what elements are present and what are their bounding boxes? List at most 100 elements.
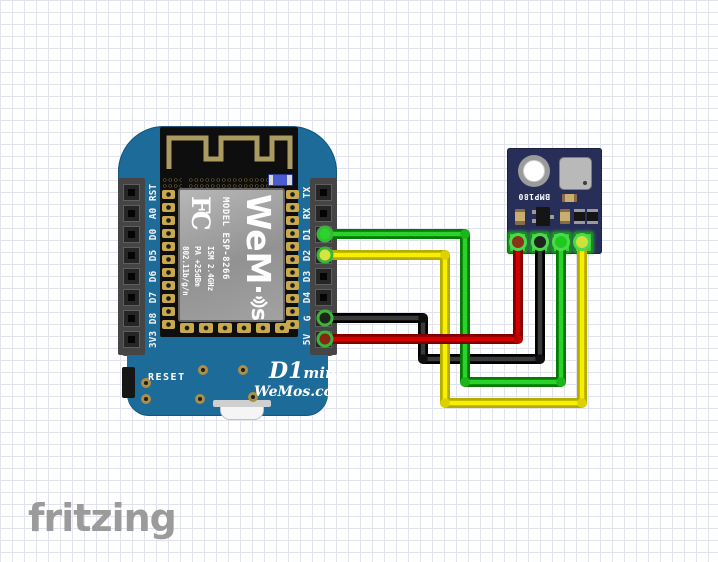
pin-label-text: D6 xyxy=(148,270,160,282)
pin-3v3[interactable] xyxy=(123,331,140,348)
pin-rst[interactable] xyxy=(123,184,140,201)
castellation-pad xyxy=(286,268,299,277)
shield-spec-text: ISM 2.4GHz PA +25dBm 802.11b/g/n xyxy=(180,246,215,296)
module-castellation-dots xyxy=(162,177,182,189)
pin-d1[interactable] xyxy=(315,226,332,243)
bmp180-pad-4-yellow[interactable] xyxy=(574,232,593,253)
pin-d6[interactable] xyxy=(123,268,140,285)
sot23-regulator xyxy=(532,207,554,226)
castellation-pad xyxy=(286,294,299,303)
smd-capacitor xyxy=(268,174,293,186)
pin-label-text: D0 xyxy=(148,228,160,240)
pin-d5[interactable] xyxy=(123,247,140,264)
castellation-pad xyxy=(286,320,299,329)
pin-label-text: D5 xyxy=(148,249,160,261)
pin-label-3v3: 3V3 xyxy=(145,330,163,348)
resistor xyxy=(560,209,570,224)
castellation-pad xyxy=(218,323,232,333)
pin-label-text: D7 xyxy=(148,291,160,303)
shield-model-text: MODEL ESP-8266 xyxy=(220,197,230,280)
pin-5v[interactable] xyxy=(315,331,332,348)
wire-yellow-core xyxy=(322,239,585,406)
wire-black-bendpoint[interactable] xyxy=(535,354,545,364)
pin-d8[interactable] xyxy=(123,310,140,327)
wire-red-core xyxy=(322,239,521,342)
wire-yellow-bendpoint[interactable] xyxy=(577,398,587,408)
castellation-pad xyxy=(162,281,175,290)
via-hole xyxy=(195,394,205,404)
pin-rx[interactable] xyxy=(315,205,332,222)
bmp180-pad-3-green[interactable] xyxy=(552,232,571,253)
reset-label: RESET xyxy=(148,372,186,383)
reset-button[interactable] xyxy=(122,367,135,398)
resistor xyxy=(562,194,577,202)
pin-label-text: A0 xyxy=(148,207,160,219)
pin-label-text: 3V3 xyxy=(148,330,160,348)
wire-red-bendpoint[interactable] xyxy=(513,334,523,344)
bmp180-pad-1-red[interactable] xyxy=(508,232,527,253)
mounting-hole xyxy=(523,160,545,182)
wifi-icon xyxy=(250,295,268,308)
wemos-d1-mini-board[interactable]: FC MODEL ESP-8266 ISM 2.4GHz PA +25dBm 8… xyxy=(118,126,342,420)
fcc-logo: FC xyxy=(186,196,215,228)
wire-green-core xyxy=(322,231,564,385)
wire-green[interactable] xyxy=(320,229,566,387)
pin-d3[interactable] xyxy=(315,268,332,285)
fritzing-watermark: fritzing xyxy=(28,496,177,540)
usb-connector-lip xyxy=(213,400,271,407)
castellation-pad xyxy=(286,190,299,199)
wire-yellow-bendpoint[interactable] xyxy=(440,250,450,260)
bmp180-pad-2-black[interactable] xyxy=(530,232,549,253)
pin-label-text: RST xyxy=(148,183,160,201)
wire-black-bendpoint[interactable] xyxy=(418,313,428,323)
pin-label-d5: D5 xyxy=(145,246,163,264)
wire-black[interactable] xyxy=(320,237,545,364)
castellation-pad xyxy=(286,203,299,212)
antenna-trace xyxy=(166,135,293,169)
pin-label-text: TX xyxy=(302,186,314,198)
pin-d2[interactable] xyxy=(315,247,332,264)
castellation-pad xyxy=(162,190,175,199)
pin-header-left xyxy=(118,178,145,355)
pin-d4[interactable] xyxy=(315,289,332,306)
castellation-pad xyxy=(162,307,175,316)
bmp180-board[interactable]: BMP180 xyxy=(507,148,602,254)
pin-label-rx: RX xyxy=(299,204,317,222)
pin-label-text: D3 xyxy=(302,270,314,282)
wire-yellow[interactable] xyxy=(320,237,587,408)
pin-label-tx: TX xyxy=(299,183,317,201)
via-hole xyxy=(238,365,248,375)
pin-label-5v: 5V xyxy=(299,330,317,348)
wire-green-bendpoint[interactable] xyxy=(460,377,470,387)
pin-label-g: G xyxy=(299,309,317,327)
wemos-logo-text: WeM xyxy=(239,194,279,285)
castellation-pad xyxy=(286,281,299,290)
wemos-logo: WeM s xyxy=(234,194,284,320)
pin-label-d7: D7 xyxy=(145,288,163,306)
castellation-pad xyxy=(162,216,175,225)
pin-label-text: RX xyxy=(302,207,314,219)
castellation-pad xyxy=(162,242,175,251)
wire-red[interactable] xyxy=(320,237,523,344)
pin-label-d1: D1 xyxy=(299,225,317,243)
castellation-pad xyxy=(286,216,299,225)
pin-d0[interactable] xyxy=(123,226,140,243)
wire-green-bendpoint[interactable] xyxy=(460,229,470,239)
pin-d7[interactable] xyxy=(123,289,140,306)
pin-label-d4: D4 xyxy=(299,288,317,306)
pin-tx[interactable] xyxy=(315,184,332,201)
wire-black-bendpoint[interactable] xyxy=(418,354,428,364)
wemos-logo-dot xyxy=(256,287,262,292)
castellation-pad xyxy=(286,307,299,316)
pin-label-d6: D6 xyxy=(145,267,163,285)
pin-g[interactable] xyxy=(315,310,332,327)
wire-yellow-bendpoint[interactable] xyxy=(440,398,450,408)
esp8266-metal-shield: FC MODEL ESP-8266 ISM 2.4GHz PA +25dBm 8… xyxy=(178,188,285,322)
wire-green-bendpoint[interactable] xyxy=(556,377,566,387)
pin-label-text: D1 xyxy=(302,228,314,240)
pin-label-a0: A0 xyxy=(145,204,163,222)
pin-a0[interactable] xyxy=(123,205,140,222)
pin-label-text: D4 xyxy=(302,291,314,303)
